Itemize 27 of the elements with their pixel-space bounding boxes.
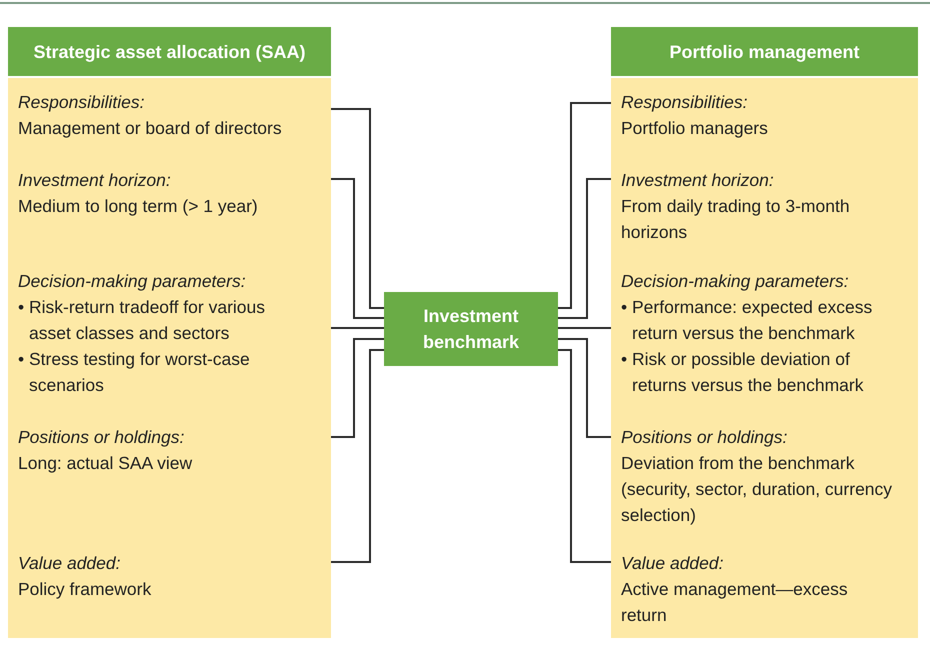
section-heading: Decision-making parameters: — [18, 270, 247, 293]
section-text: Active management—excess return — [621, 578, 849, 627]
section-heading: Value added: — [18, 552, 122, 575]
bullet-item: • Stress testing for worst-case scenarios — [18, 348, 251, 397]
section-text: From daily trading to 3-month horizons — [621, 195, 851, 244]
section-text: Deviation from the benchmark (security, sector, duration, currency selection) — [621, 452, 894, 527]
section-text: Long: actual SAA view — [18, 452, 194, 475]
section-text: Policy framework — [18, 578, 152, 601]
benchmark-box: Investment benchmark — [384, 292, 558, 366]
section-text: Portfolio managers — [621, 117, 769, 140]
bullet-item: • Performance: expected excess return versus the benchmark — [621, 296, 874, 345]
info-panel — [611, 78, 918, 638]
info-panel — [8, 78, 331, 638]
section-heading: Responsibilities: — [621, 91, 748, 114]
section-text: Medium to long term (> 1 year) — [18, 195, 259, 218]
section-heading: Value added: — [621, 552, 724, 575]
bullet-item: • Risk-return tradeoff for various asset classes and sectors — [18, 296, 266, 345]
section-heading: Investment horizon: — [18, 169, 172, 192]
section-heading: Positions or holdings: — [621, 426, 788, 449]
header-box: Strategic asset allocation (SAA) — [8, 27, 331, 76]
section-heading: Positions or holdings: — [18, 426, 186, 449]
header-box: Portfolio management — [611, 27, 918, 76]
section-heading: Responsibilities: — [18, 91, 146, 114]
section-heading: Decision-making parameters: — [621, 270, 850, 293]
section-heading: Investment horizon: — [621, 169, 775, 192]
section-text: Management or board of directors — [18, 117, 283, 140]
bullet-item: • Risk or possible deviation of returns versus the benchmark — [621, 348, 864, 397]
